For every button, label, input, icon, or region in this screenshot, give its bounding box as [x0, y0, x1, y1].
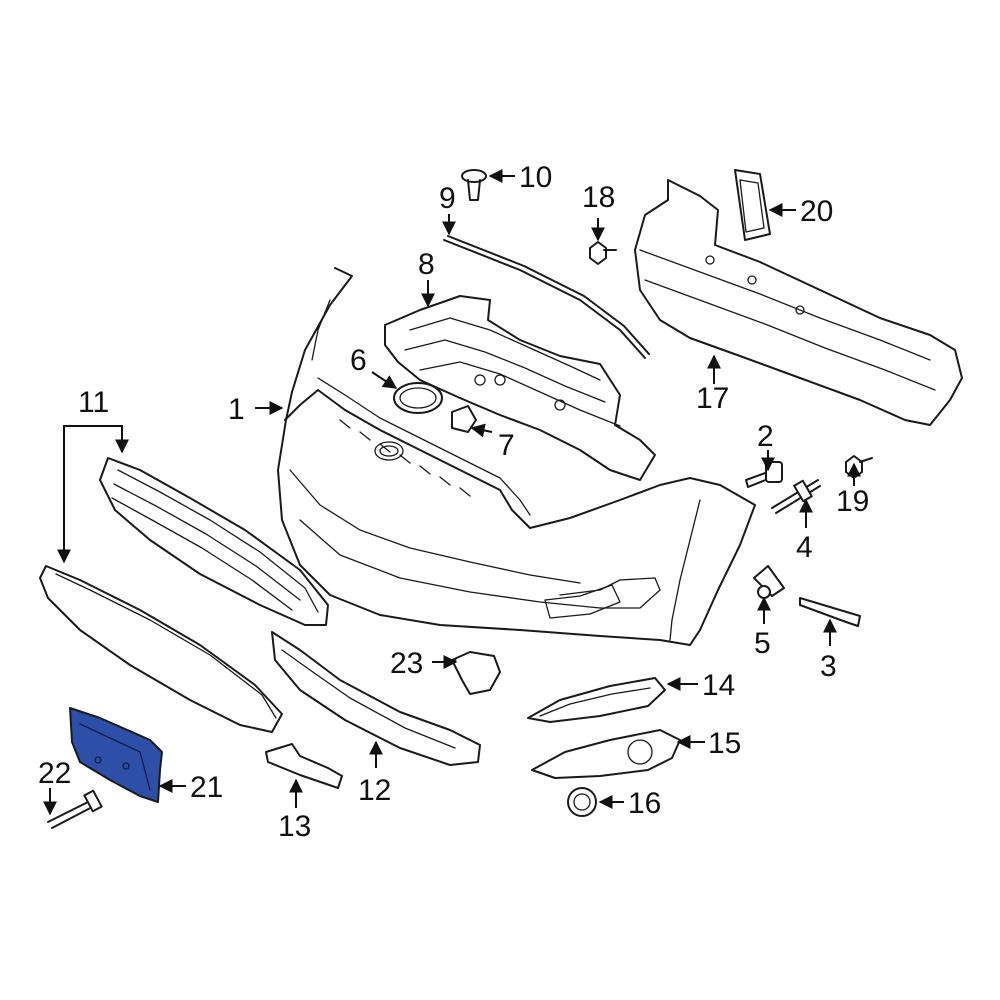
part-ring-16[interactable]: [567, 787, 597, 817]
callout-19: 19: [836, 485, 869, 518]
callout-6: 6: [350, 344, 367, 377]
callout-7: 7: [498, 429, 515, 462]
callout-14: 14: [702, 669, 735, 702]
part-bumper-cover[interactable]: [277, 267, 756, 646]
part-pin-4[interactable]: [771, 479, 821, 514]
callout-2: 2: [757, 420, 774, 453]
part-grille-11[interactable]: [39, 457, 329, 733]
callout-21: 21: [190, 771, 223, 804]
part-bracket-13[interactable]: [265, 743, 343, 789]
callout-9: 9: [439, 182, 456, 215]
part-upper-shield-8[interactable]: [384, 295, 656, 481]
callout-5: 5: [754, 627, 771, 660]
part-plate-20[interactable]: [734, 169, 771, 241]
part-clip-5[interactable]: [753, 565, 785, 599]
callout-12: 12: [358, 774, 391, 807]
callout-20: 20: [800, 195, 833, 228]
part-strip-3[interactable]: [799, 597, 861, 627]
callout-18: 18: [582, 181, 615, 214]
callout-22: 22: [38, 757, 71, 790]
callout-3: 3: [820, 650, 837, 683]
part-bezel-14[interactable]: [527, 677, 666, 723]
part-lower-grille-12[interactable]: [271, 631, 481, 766]
part-nut-19[interactable]: [845, 455, 873, 479]
callout-10: 10: [519, 161, 552, 194]
leader-6: [371, 371, 398, 389]
part-nut-18[interactable]: [589, 241, 617, 265]
part-push-pin-10[interactable]: [461, 169, 487, 201]
part-emblem-6[interactable]: [393, 382, 443, 414]
callout-labels: 1 2 3 4 5 6 7 8 9 10 11 12 13 14 15 16 1…: [38, 161, 869, 843]
callout-4: 4: [796, 531, 813, 564]
leader-7: [470, 423, 493, 438]
part-bolt-22[interactable]: [47, 789, 103, 829]
callout-23: 23: [390, 647, 423, 680]
leader-11: [63, 425, 129, 556]
callout-8: 8: [418, 248, 435, 281]
part-seal-strip-9[interactable]: [443, 235, 650, 359]
callout-15: 15: [708, 727, 741, 760]
callout-17: 17: [696, 382, 729, 415]
callout-1: 1: [228, 393, 245, 426]
callout-11: 11: [78, 386, 109, 419]
callout-16: 16: [628, 787, 661, 820]
part-license-bracket-21[interactable]: [69, 707, 163, 803]
leader-lines: [43, 169, 861, 816]
part-reinforcement-17[interactable]: [634, 179, 963, 426]
part-cover-15[interactable]: [531, 729, 681, 779]
part-screw-2[interactable]: [745, 461, 783, 488]
callout-13: 13: [278, 810, 311, 843]
part-sensor-23[interactable]: [447, 651, 501, 695]
